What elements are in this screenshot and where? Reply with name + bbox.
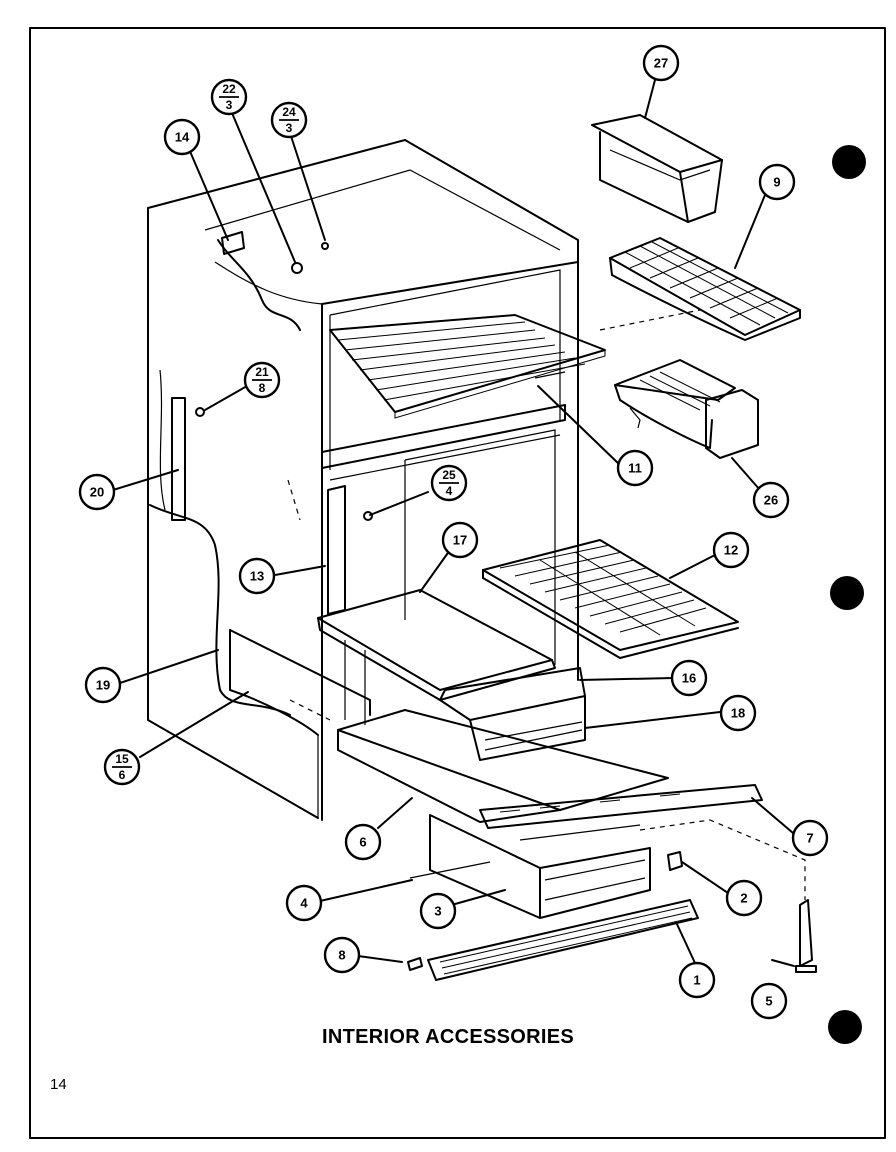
callout-16-label: 16	[682, 671, 696, 686]
callout-22-sheet: 3	[226, 98, 233, 112]
callout-18-label: 18	[731, 706, 745, 721]
callout-19-label: 19	[96, 678, 110, 693]
cabinet-body	[147, 139, 579, 821]
callout-11-label: 11	[628, 461, 642, 476]
page-border	[29, 27, 886, 1139]
callout-24-sheet: 3	[286, 121, 293, 135]
callout-20-label: 20	[90, 485, 104, 500]
callout-7: 7	[791, 819, 829, 857]
crisper-assembly	[317, 589, 586, 761]
callout-26: 26	[752, 481, 790, 519]
callout-15-number: 15	[115, 752, 129, 766]
callout-21-number: 21	[255, 365, 269, 379]
screw	[407, 957, 423, 971]
callout-8: 8	[323, 936, 361, 974]
callout-24-number: 24	[282, 105, 296, 119]
callout-14-label: 14	[175, 130, 190, 145]
toe-grille	[427, 899, 699, 981]
callout-13-label: 13	[250, 569, 264, 584]
callout-11: 11	[616, 449, 654, 487]
callout-4-label: 4	[300, 896, 308, 911]
callout-21-8: 21 8	[243, 361, 281, 399]
punch-hole-bottom	[828, 1010, 862, 1044]
callout-25-4: 25 4	[430, 464, 468, 502]
callout-18: 18	[719, 694, 757, 732]
fresh-food-wire-shelf	[482, 539, 739, 659]
callout-6-label: 6	[359, 835, 366, 850]
callout-8-label: 8	[338, 948, 345, 963]
callout-4: 4	[285, 884, 323, 922]
slide-rod	[409, 861, 491, 879]
callout-3-label: 3	[434, 904, 441, 919]
callout-12: 12	[712, 531, 750, 569]
callout-22-3: 22 3	[210, 78, 248, 116]
punch-hole-top	[832, 145, 866, 179]
assembly-guide-lines	[287, 309, 806, 900]
callout-14: 14	[163, 118, 201, 156]
meat-keeper-pan	[429, 814, 651, 919]
callout-17: 17	[441, 521, 479, 559]
callout-6: 6	[344, 823, 382, 861]
bracket	[667, 851, 683, 871]
callout-16: 16	[670, 659, 708, 697]
punch-hole-middle	[830, 576, 864, 610]
callout-1: 1	[678, 961, 716, 999]
leveler-leg	[795, 899, 817, 973]
callout-15-sheet: 6	[119, 768, 126, 782]
callout-12-label: 12	[724, 543, 738, 558]
callout-1-label: 1	[693, 973, 700, 988]
callout-7-label: 7	[806, 831, 813, 846]
callout-19: 19	[84, 666, 122, 704]
callout-9: 9	[758, 163, 796, 201]
callout-21-sheet: 8	[259, 381, 266, 395]
callout-22-number: 22	[222, 82, 236, 96]
ice-bin	[591, 114, 723, 223]
ice-maker	[614, 359, 759, 459]
callout-2: 2	[725, 879, 763, 917]
callout-17-label: 17	[453, 533, 467, 548]
callout-26-label: 26	[764, 493, 778, 508]
callout-25-number: 25	[442, 468, 456, 482]
callout-24-3: 24 3	[270, 101, 308, 139]
callout-27: 27	[642, 44, 680, 82]
callout-5: 5	[750, 982, 788, 1020]
callout-2-label: 2	[740, 891, 747, 906]
callout-25-sheet: 4	[446, 484, 453, 498]
callout-3: 3	[419, 892, 457, 930]
diagram-title: INTERIOR ACCESSORIES	[322, 1026, 574, 1048]
callout-13: 13	[238, 557, 276, 595]
callout-20: 20	[78, 473, 116, 511]
freezer-wire-shelf	[329, 314, 606, 419]
page-number: 14	[50, 1076, 67, 1093]
leader-lines	[112, 79, 795, 967]
meat-keeper-cover	[337, 709, 669, 823]
callout-9-label: 9	[773, 175, 780, 190]
callout-27-label: 27	[654, 56, 668, 71]
callout-15-6: 15 6	[103, 748, 141, 786]
ice-tray	[609, 237, 801, 341]
callout-5-label: 5	[765, 994, 772, 1009]
bottom-rail	[479, 784, 763, 829]
